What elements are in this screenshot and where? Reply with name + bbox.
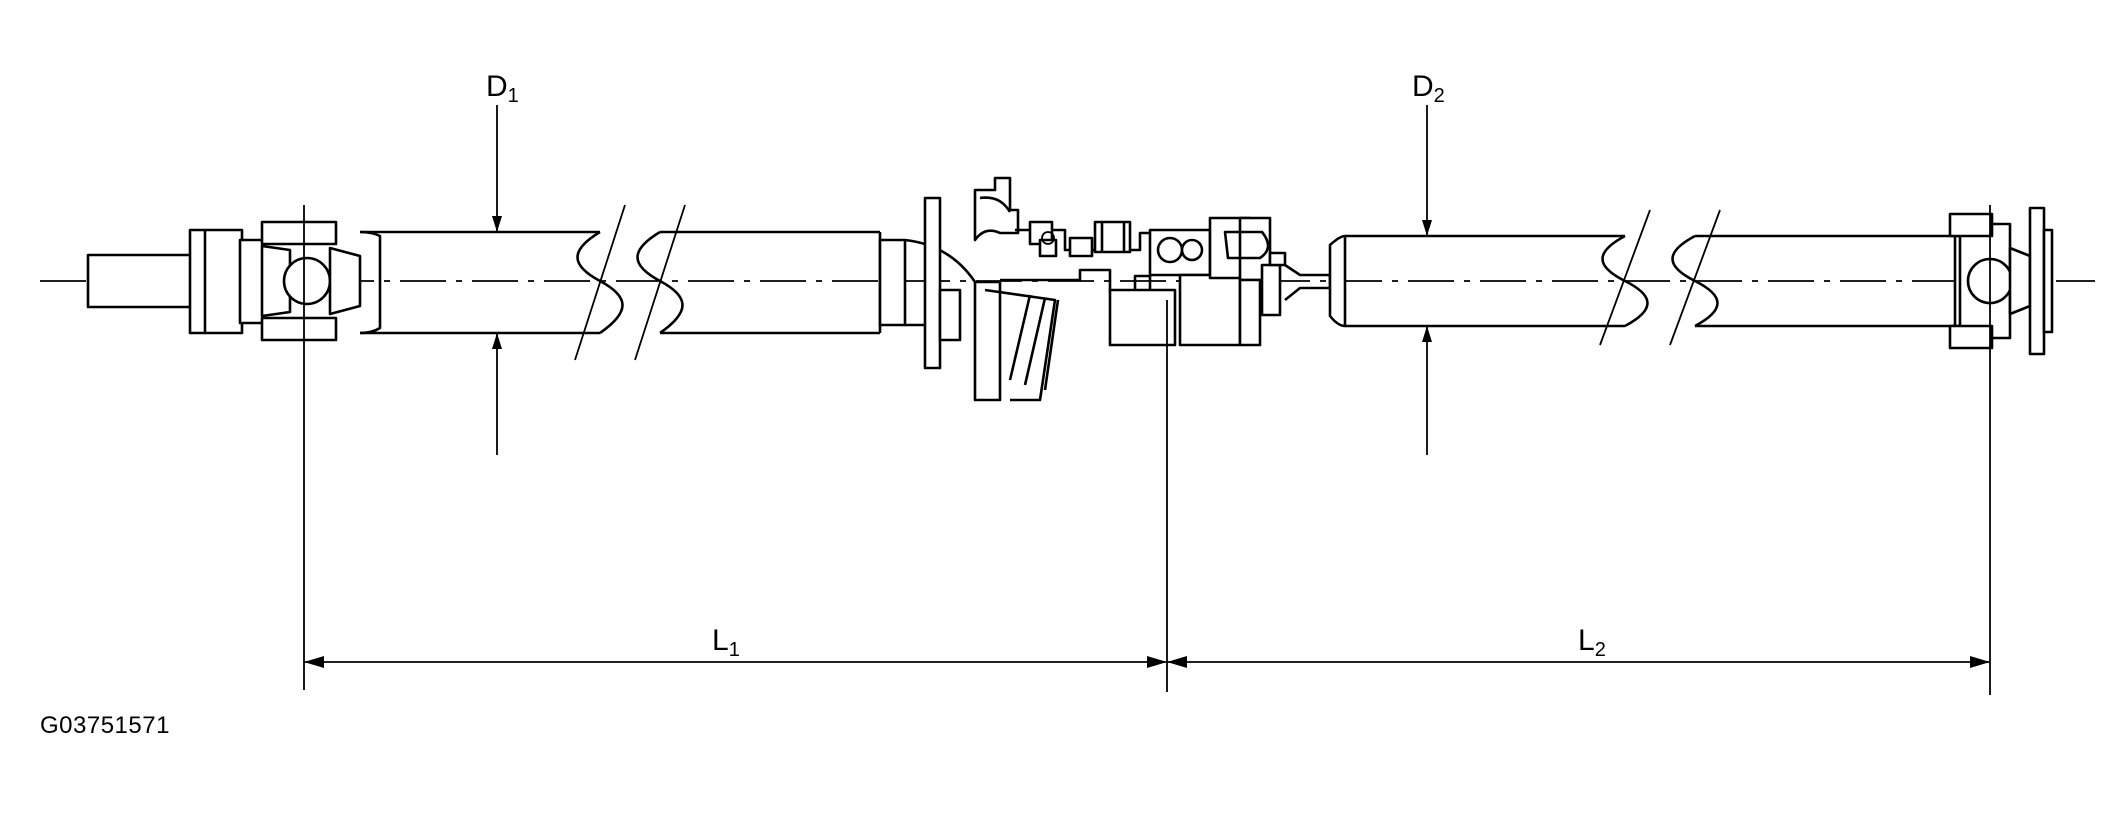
dimension-d1 [492, 105, 502, 455]
figure-code: G03751571 [40, 712, 170, 739]
center-bearing-assembly [878, 176, 1332, 402]
label-l2: L2 [1578, 624, 1606, 661]
rear-yoke [1948, 206, 2054, 356]
dimension-d2 [1422, 105, 1432, 455]
label-d2: D2 [1412, 70, 1445, 107]
dimension-l2 [1167, 656, 1990, 668]
dimension-l1 [304, 656, 1167, 668]
rear-tube [1328, 209, 1955, 346]
label-d1: D1 [486, 70, 519, 107]
front-tube [359, 204, 882, 361]
label-l1: L1 [712, 624, 740, 661]
front-yoke [86, 220, 362, 342]
